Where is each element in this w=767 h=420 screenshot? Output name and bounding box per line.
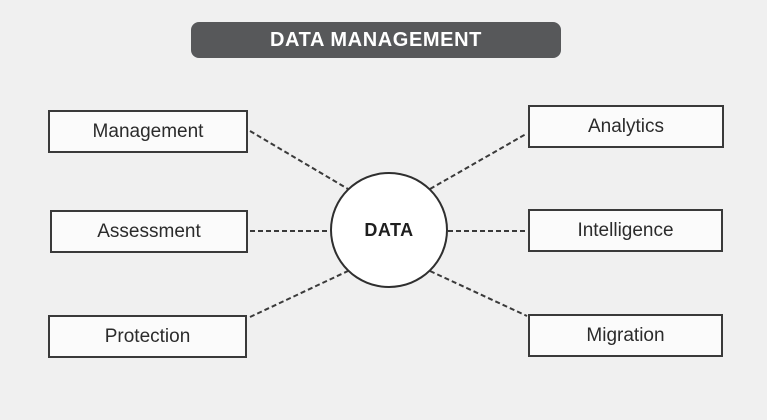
page-title: DATA MANAGEMENT xyxy=(270,29,482,51)
hub-circle-data[interactable]: DATA xyxy=(330,172,448,288)
node-management[interactable]: Management xyxy=(48,110,248,153)
node-label-assessment: Assessment xyxy=(97,221,201,242)
node-label-protection: Protection xyxy=(104,326,191,347)
node-label-analytics: Analytics xyxy=(587,116,665,137)
connector-protection-to-hub xyxy=(249,270,349,318)
node-analytics[interactable]: Analytics xyxy=(528,105,724,148)
node-label-management: Management xyxy=(92,121,204,142)
node-label-migration: Migration xyxy=(586,325,665,346)
node-migration[interactable]: Migration xyxy=(528,314,723,357)
node-protection[interactable]: Protection xyxy=(48,315,247,358)
diagram-title-banner: DATA MANAGEMENT xyxy=(191,22,561,58)
node-intelligence[interactable]: Intelligence xyxy=(528,209,723,252)
hub-label: DATA xyxy=(364,220,414,240)
node-assessment[interactable]: Assessment xyxy=(50,210,248,253)
connector-hub-to-analytics xyxy=(429,133,527,190)
node-label-intelligence: Intelligence xyxy=(577,220,674,241)
connector-hub-to-migration xyxy=(429,270,528,317)
connector-management-to-hub xyxy=(249,130,349,190)
